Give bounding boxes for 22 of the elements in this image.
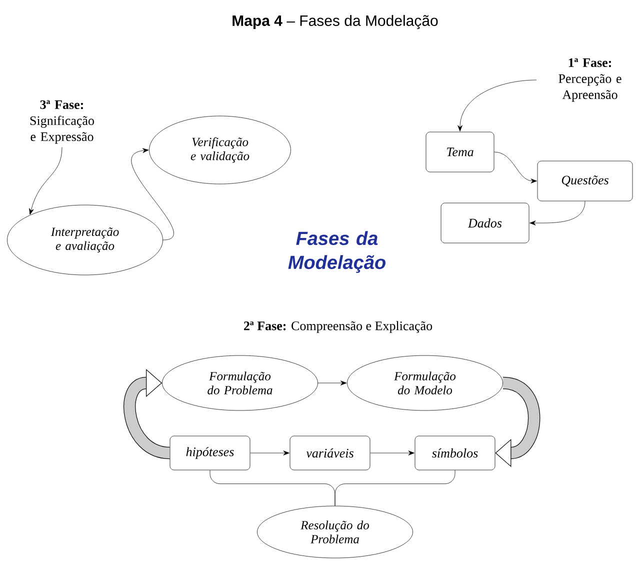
arrow [318, 380, 347, 386]
arrow [370, 450, 414, 456]
process-box: Tema [426, 132, 494, 172]
process-box: variáveis [290, 436, 370, 470]
arrow [250, 450, 290, 456]
phase-heading: 1ª Fase: Percepção e Apreensão [558, 58, 622, 102]
title: Mapa 4 – Fases da Modelação [232, 14, 438, 30]
arrow [530, 201, 586, 226]
connector-line [334, 470, 456, 506]
center-heading: Fases da Modelação [288, 231, 386, 273]
phase-heading: 3ª Fase: Significação e Expressão [30, 100, 94, 144]
arrow [458, 80, 537, 132]
arrow [494, 152, 537, 184]
process-box: Dados [440, 202, 530, 244]
block-arrow [124, 368, 171, 460]
block-arrow [495, 376, 540, 468]
arrow [29, 147, 62, 215]
process-box: símbolos [414, 436, 496, 470]
phase-heading: 2ª Fase: Compreensão e Explicação [244, 321, 432, 333]
process-box: Questões [537, 160, 633, 202]
arrow [131, 148, 174, 240]
process-box: hipóteses [170, 436, 250, 470]
